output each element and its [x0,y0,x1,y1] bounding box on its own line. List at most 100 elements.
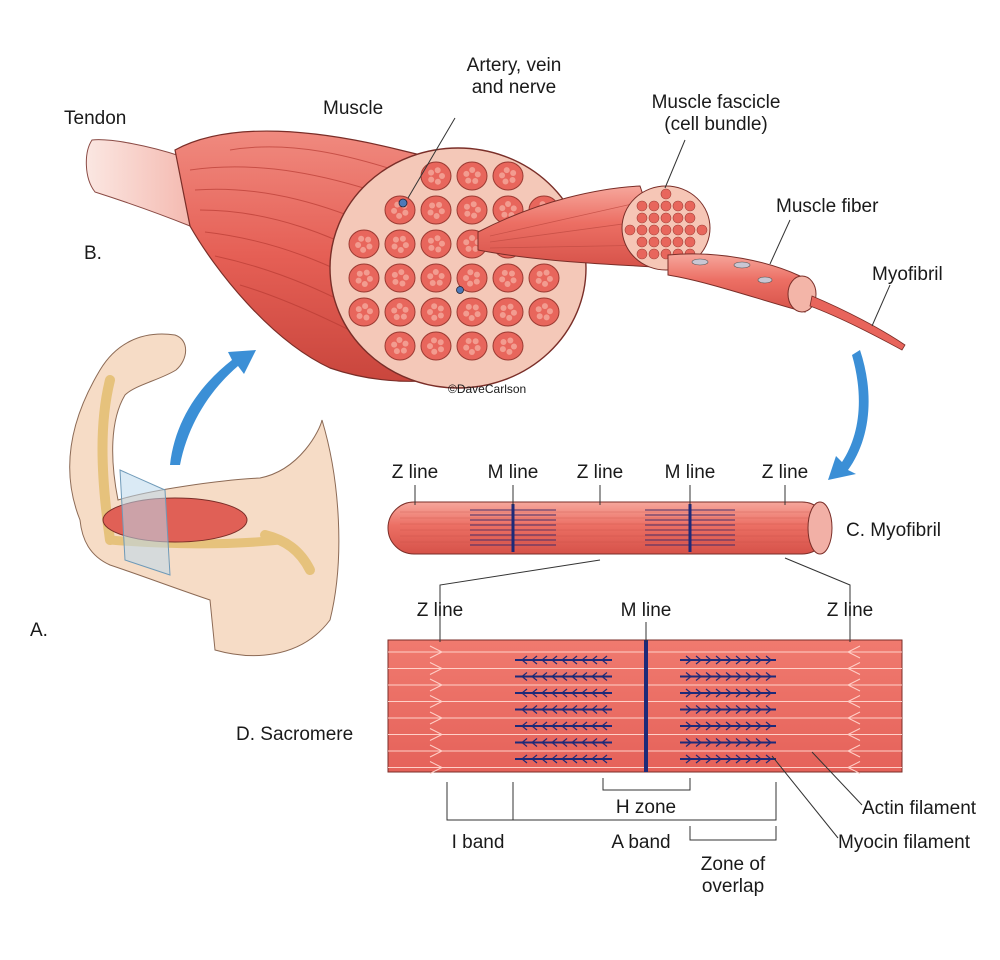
myosin-head [725,738,732,747]
fiber-dot [365,236,372,243]
sarcomere-diagram [387,622,903,841]
myosin-head [735,754,742,764]
fiber-dot [509,176,516,183]
fiber-dot [427,308,434,315]
fiber-dot [399,235,406,242]
fiber-dot [463,239,470,246]
myosin-head [581,705,588,714]
fiber-dot [431,303,438,310]
myosin-head [725,655,732,665]
myosin-head [705,738,712,747]
myofibril-z-line-label: Z line [761,462,809,483]
label-muscle: Muscle [323,98,384,119]
fiber-dot [535,306,542,313]
myosin-head [541,738,548,747]
fiber-dot [660,188,672,200]
label-myofibril: Myofibril [872,264,943,285]
fascicle-bundles [348,161,560,361]
fiber-dot [510,277,517,284]
fiber-dot [499,172,506,179]
fiber-dot [470,201,477,208]
z-disc-mark [429,678,444,692]
myosin-head [531,738,538,747]
arm-skin [69,333,340,657]
myosin-head [571,655,578,665]
myofibril-diagram [387,485,851,640]
fiber-dot [398,269,405,276]
fiber-dot [429,280,436,287]
arrow-arm-to-muscle [170,350,256,465]
fiber-dot [362,303,369,310]
fiber-dot [510,309,517,316]
myosin-head [571,705,578,714]
myosin-head [601,738,608,747]
myosin-head [561,655,568,665]
fiber-dot [428,169,435,176]
fascicle-bundle [420,229,452,259]
fiber-dot [465,303,472,310]
fiber-dot [437,305,444,312]
fiber-dot [356,313,363,320]
myosin-head [541,705,548,714]
fiber-dot [684,224,696,236]
myosin-head [695,688,702,698]
fiber-cross-section [787,275,817,313]
myosin-head [715,705,722,714]
fiber-dot [660,212,672,224]
myosin-head [581,672,588,681]
sarcomere-z-line-label: Z line [826,600,874,621]
z-disc-mark [429,761,444,774]
fiber-dot [474,344,481,351]
fiber-dot [648,200,660,212]
fiber-dot [474,171,481,178]
fiber-dot [363,269,370,276]
fiber-dot [536,270,543,277]
myosin-head [521,738,528,747]
fiber-dot [396,212,403,219]
myofibril-m-line-label: M line [487,462,539,483]
fiber-dot [504,280,511,287]
myosin-head [601,721,608,731]
myosin-head [541,721,548,731]
fiber-dot [433,212,440,219]
fiber-dot [366,275,373,282]
fascicle-bundle [420,263,452,293]
fiber-dot [543,269,550,276]
z-disc-mark [429,711,444,725]
z-disc-mark [429,744,444,758]
arrow-myofibril-to-detail [828,350,869,480]
myosin-head [521,754,528,764]
myosin-head [591,754,598,764]
fiber-dot [502,178,509,185]
myosin-head [531,688,538,698]
fiber-dot [546,308,553,315]
z-disc-mark [846,662,861,675]
myosin-head [581,738,588,747]
fiber-dot [428,244,435,251]
myosin-head [715,738,722,747]
fiber-dot [541,303,548,310]
fiber-dot [436,201,443,208]
myosin-head [745,721,752,731]
fiber-dot [636,212,648,224]
myosin-head [521,705,528,714]
myosin-head [765,738,772,747]
fiber-dot [463,274,470,281]
myofibril-z-line-label: Z line [391,462,439,483]
myosin-head [725,688,732,698]
myosin-head [561,738,568,747]
fiber-dot [438,240,445,247]
fiber-dot [355,242,362,249]
fiber-dot [636,224,648,236]
fiber-dot [437,339,444,346]
myosin-head [601,655,608,665]
myosin-head [531,705,538,714]
fiber-dot [469,235,476,242]
fiber-dot [672,200,684,212]
fiber-dot [391,243,398,250]
myosin-head [551,721,558,731]
fiber-dot [391,271,398,278]
sarcomere-m-line-label: M line [620,600,672,621]
myosin-head [765,705,772,714]
